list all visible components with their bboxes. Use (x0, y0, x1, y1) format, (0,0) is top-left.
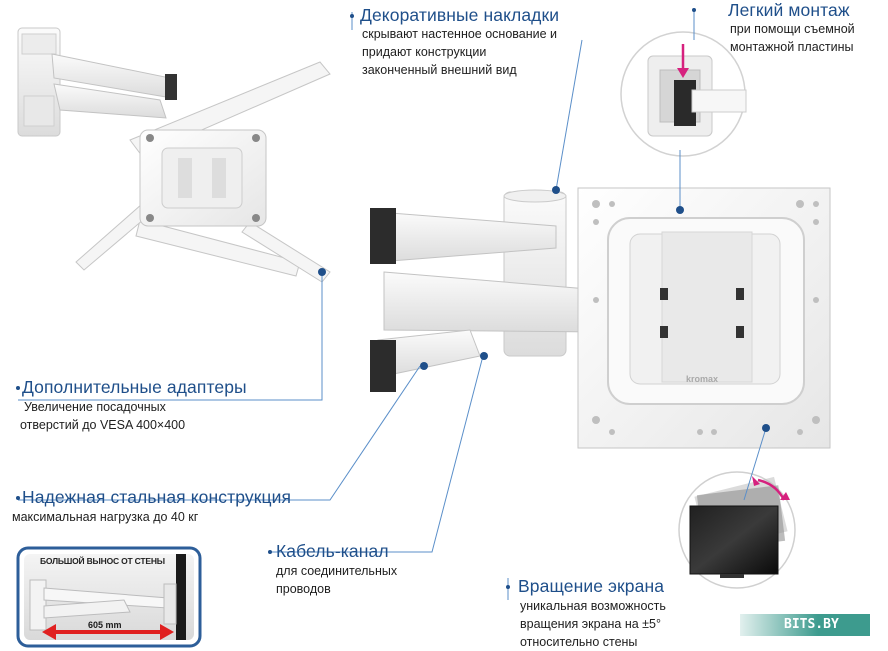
callout-dots (318, 186, 770, 432)
dot-easy-mount (676, 206, 684, 214)
leader-lines (18, 8, 767, 600)
main-bracket-image (370, 187, 831, 449)
watermark-text: BITS.BY (784, 617, 839, 632)
adapters-line-2: отверстий до VESA 400×400 (20, 418, 186, 432)
easy-mount-line-2: монтажной пластины (730, 40, 854, 54)
easy-mount-line-1: при помощи съемной (730, 22, 855, 36)
watermark-banner (740, 614, 870, 636)
rotation-title: Вращение экрана (518, 576, 665, 596)
decorative-line-3: законченный внешний вид (362, 63, 517, 77)
steel-title: Надежная стальная конструкция (22, 487, 292, 507)
rotation-line-2: вращения экрана на ±5° (520, 617, 661, 631)
easy-mount-title: Легкий монтаж (728, 0, 850, 20)
reach-inset (16, 546, 202, 648)
dot-rotation (762, 424, 770, 432)
reach-inset-header: БОЛЬШОЙ ВЫНОС ОТ СТЕНЫ (40, 556, 165, 566)
rotation-description: уникальная возможность вращения экрана н… (520, 597, 666, 651)
cable-line-2: проводов (276, 582, 331, 596)
decorative-line-1: скрывают настенное основание и (362, 27, 558, 41)
dot-steel (420, 362, 428, 370)
adapters-description: Увеличение посадочных отверстий до VESA … (20, 398, 185, 434)
cable-title: Кабель-канал (276, 541, 389, 561)
dot-decorative (552, 186, 560, 194)
steel-line-1: максимальная нагрузка до 40 кг (12, 510, 199, 524)
adapters-title: Дополнительные адаптеры (22, 377, 247, 397)
rotation-line-3: относительно стены (520, 635, 638, 649)
cable-line-1: для соединительных (276, 564, 398, 578)
small-bracket-image (17, 27, 331, 283)
reach-measure-label: 605 mm (88, 620, 122, 630)
rotation-line-1: уникальная возможность (520, 599, 666, 613)
steel-description: максимальная нагрузка до 40 кг (12, 508, 198, 526)
rotation-inset (678, 471, 796, 589)
easy-mount-inset (620, 31, 747, 157)
decorative-line-2: придают конструкции (362, 45, 487, 59)
dot-cable (480, 352, 488, 360)
decorative-description: скрывают настенное основание и придают к… (362, 25, 557, 79)
brand-logo: kromax (686, 374, 719, 384)
easy-mount-description: при помощи съемной монтажной пластины (730, 20, 855, 56)
adapters-line-1: Увеличение посадочных (24, 400, 166, 414)
dot-adapters (318, 268, 326, 276)
decorative-title: Декоративные накладки (360, 5, 560, 25)
cable-description: для соединительных проводов (276, 562, 397, 598)
